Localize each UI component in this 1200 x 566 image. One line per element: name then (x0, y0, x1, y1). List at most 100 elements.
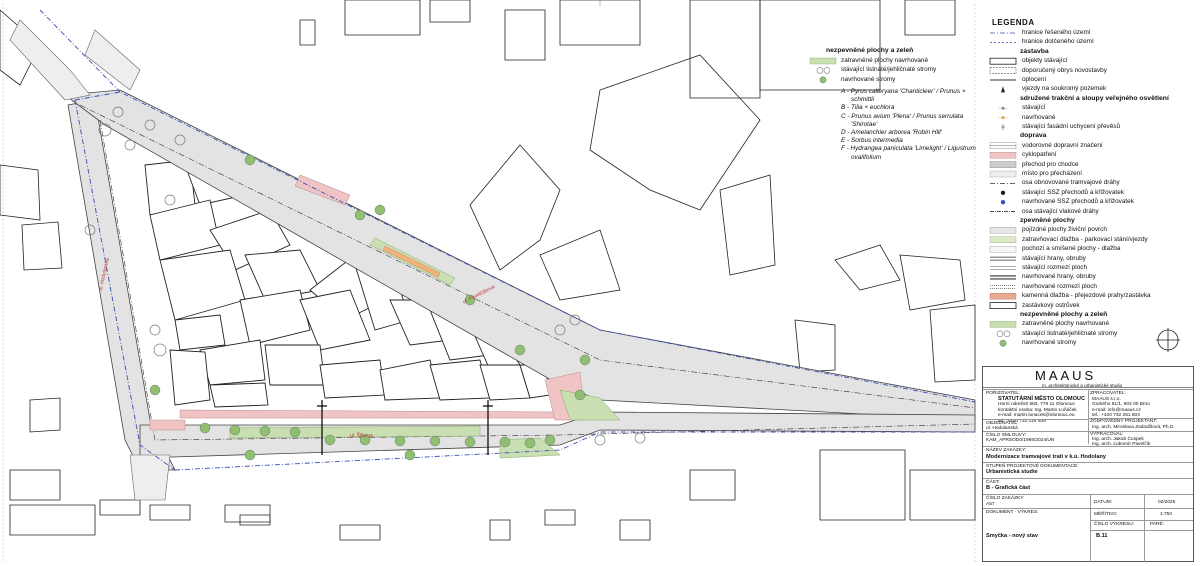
objednatel-label: OBJEDNATEL: (986, 421, 1019, 426)
legend-item: stávající rozmezí ploch (1022, 264, 1087, 271)
porizovatel-label: POŘIZOVATEL: (986, 391, 1021, 396)
legend-item: přechod pro chodce (1022, 160, 1079, 168)
green-legend-swatches (809, 57, 837, 84)
legend-item: zatravňovací dlažba - parkovací stání/vj… (1022, 235, 1148, 243)
objednatel-value: ul. Hodolanská (986, 426, 1018, 431)
vypracoval-line: Ing. arch. Jakub Čuspek (1092, 437, 1144, 442)
legend-item: cyklopatření (1022, 151, 1057, 159)
species-item: E - Sorbus intermedia (841, 137, 903, 145)
legend-item: navrhované (1022, 113, 1056, 121)
zpracovatel-line: e-mail: info@maaus.cz (1092, 407, 1141, 413)
legend-heading: sdružené trakční a sloupy veřejného osvě… (1020, 94, 1169, 102)
title-block-divider (1090, 520, 1193, 521)
zpracovatel-line: Gorkého 51/1, 602 00 Brno (1092, 402, 1150, 408)
porizovatel-line: STATUTÁRNÍ MĚSTO OLOMOUC (998, 396, 1086, 402)
title-block-divider (983, 431, 1193, 432)
legend-item: vjezdy na soukromý pozemek (1022, 85, 1107, 93)
section-lines (317, 400, 493, 455)
existing-buildings (0, 0, 976, 541)
legend-item: stávající SSZ přechodů a křižovatek (1022, 188, 1124, 196)
porizovatel-line: Horní náměstí 583, 779 11 Olomouc (998, 402, 1075, 408)
legend-item: zatravněné plochy navrhované (1022, 320, 1110, 328)
species-item: 'Shirotae' (851, 120, 878, 128)
green-legend-item: zatravněné plochy navrhované (841, 57, 929, 64)
vypracoval-label: VYPRACOVAL: (1090, 432, 1124, 437)
porizovatel-line: kontaktní osoba: Ing. Martin Luňáček (998, 407, 1077, 413)
vypracoval-line: Ing. arch. Ľubomír Pavelčík (1092, 442, 1151, 448)
street-label-bottom: ul. Šlikova (350, 433, 373, 439)
cislo-zakazky-label: ČÍSLO ZAKÁZKY (986, 496, 1024, 501)
legend-item: stávající hrany, obruby (1022, 254, 1086, 262)
proposed-trees (149, 154, 591, 461)
title-block-divider (1090, 494, 1091, 562)
green-legend-item: navrhované stromy (841, 75, 896, 83)
zpracovatel-line: tel.: +420 732 251 804 (1092, 413, 1140, 419)
porizovatel-line: e-mail: martin.lunacek@olomouc.eu (998, 413, 1075, 419)
existing-trees (84, 106, 646, 446)
studio-name: MAAUS (1035, 368, 1097, 383)
stupen-value: Urbanistická studie (986, 469, 1038, 475)
legend-item: vodorovné dopravní značení (1022, 141, 1103, 149)
title-block-divider (983, 508, 1193, 509)
legend-item: objekty stávající (1022, 57, 1068, 65)
north-arrow-icon (1156, 328, 1180, 352)
legend-heading: doprava (1020, 132, 1047, 140)
cast-value: B - Grafická část (986, 485, 1031, 491)
cislo-zakazky-value: A57 (986, 502, 995, 507)
green-legend-heading: nezpevněné plochy a zeleň (826, 47, 914, 54)
zpracovatel-label: ZPRACOVATEL: (1090, 391, 1126, 396)
legend-item: stávající fasádní uchycení převěsů (1022, 123, 1121, 130)
species-item: D - Amelanchier arborea 'Robin Hill' (841, 129, 942, 136)
cislo-vykresu-value: B.11 (1096, 533, 1108, 539)
title-block-divider (983, 446, 1193, 447)
legend-item: oplocení (1022, 76, 1047, 83)
legend-item: stávající listnaté/jehličnaté stromy (1022, 329, 1118, 337)
dokument-label: DOKUMENT - VÝKRES: (986, 510, 1039, 515)
legend-heading: nezpevněné plochy a zeleň (1020, 311, 1108, 318)
legend-item: zastávkový ostrůvek (1022, 301, 1080, 309)
porizovatel-line: tel.: +420 732 124 939 (998, 418, 1046, 424)
cislo-vykresu-label: ČÍSLO VÝKRESU: (1094, 522, 1134, 527)
legend-item: osa obnovované tramvajové dráhy (1022, 179, 1120, 187)
stupen-label: STUPEŇ PROJEKTOVÉ DOKUMENTACE: (986, 464, 1079, 469)
legend-item: navrhované SSZ přechodů a křižovatek (1022, 198, 1134, 206)
title-block-divider (1088, 389, 1089, 444)
species-item: schmittii (851, 96, 875, 104)
title-block-divider (983, 462, 1193, 463)
legend-item: navrhované rozmezí ploch (1022, 282, 1097, 290)
legend-item: hranice dotčeného území (1022, 38, 1094, 46)
species-item: F - Hydrangea paniculata 'Limelight' / L… (841, 145, 976, 153)
zakazka-label: NÁZEV ZAKÁZKY: (986, 448, 1027, 453)
legend-item: pojízdné plochy živiční povrch (1022, 226, 1107, 234)
legend-heading: zpevněné plochy (1020, 217, 1075, 224)
legend-item: stávající (1022, 104, 1046, 112)
legend-item: doporučený obrys novostavby (1022, 66, 1107, 74)
hip-value: Ing. arch. Miroslava Zadražilová, Ph.D. (1092, 425, 1175, 430)
legend-item: místo pro přecházení (1022, 170, 1083, 177)
species-item: C - Prunus avium 'Plena' / Prunus serrul… (841, 112, 964, 120)
title-block-divider (983, 419, 1088, 420)
dokument-value: Smyčka - nový stav (986, 533, 1038, 539)
legend-item: navrhované hrany, obruby (1022, 273, 1096, 281)
legend-item: pochozí a smíšené plochy - dlažba (1022, 245, 1121, 253)
legend-item: osa stávající vlakové dráhy (1022, 207, 1099, 215)
title-block-divider (1144, 494, 1145, 562)
title-block-divider (983, 478, 1193, 479)
cast-label: ČÁST: (986, 480, 1000, 485)
green-legend-item: stávající listnaté/jehličnaté stromy (841, 66, 937, 74)
species-item: ovalifolium (851, 153, 882, 161)
legend-heading: zástavba (1020, 47, 1049, 55)
legend-item: navrhované stromy (1022, 339, 1077, 347)
meritko-label: MĚŘÍTKO: (1094, 512, 1118, 517)
block-buildings (144, 154, 551, 408)
datum-value: 02/2025 (1158, 500, 1176, 505)
species-item: B - Tilia × euchlora (841, 104, 895, 112)
hip-label: ZODPOVĚDNÝ PROJEKTANT: (1090, 419, 1158, 424)
legend-swatches (989, 32, 1017, 347)
zakazka-value: Modernizace tramvajové trati v k.ú. Hodo… (986, 454, 1106, 460)
title-block-divider (1090, 530, 1193, 531)
tram-stop-platform (382, 245, 441, 278)
legend-item: hranice řešeného území (1022, 29, 1091, 36)
